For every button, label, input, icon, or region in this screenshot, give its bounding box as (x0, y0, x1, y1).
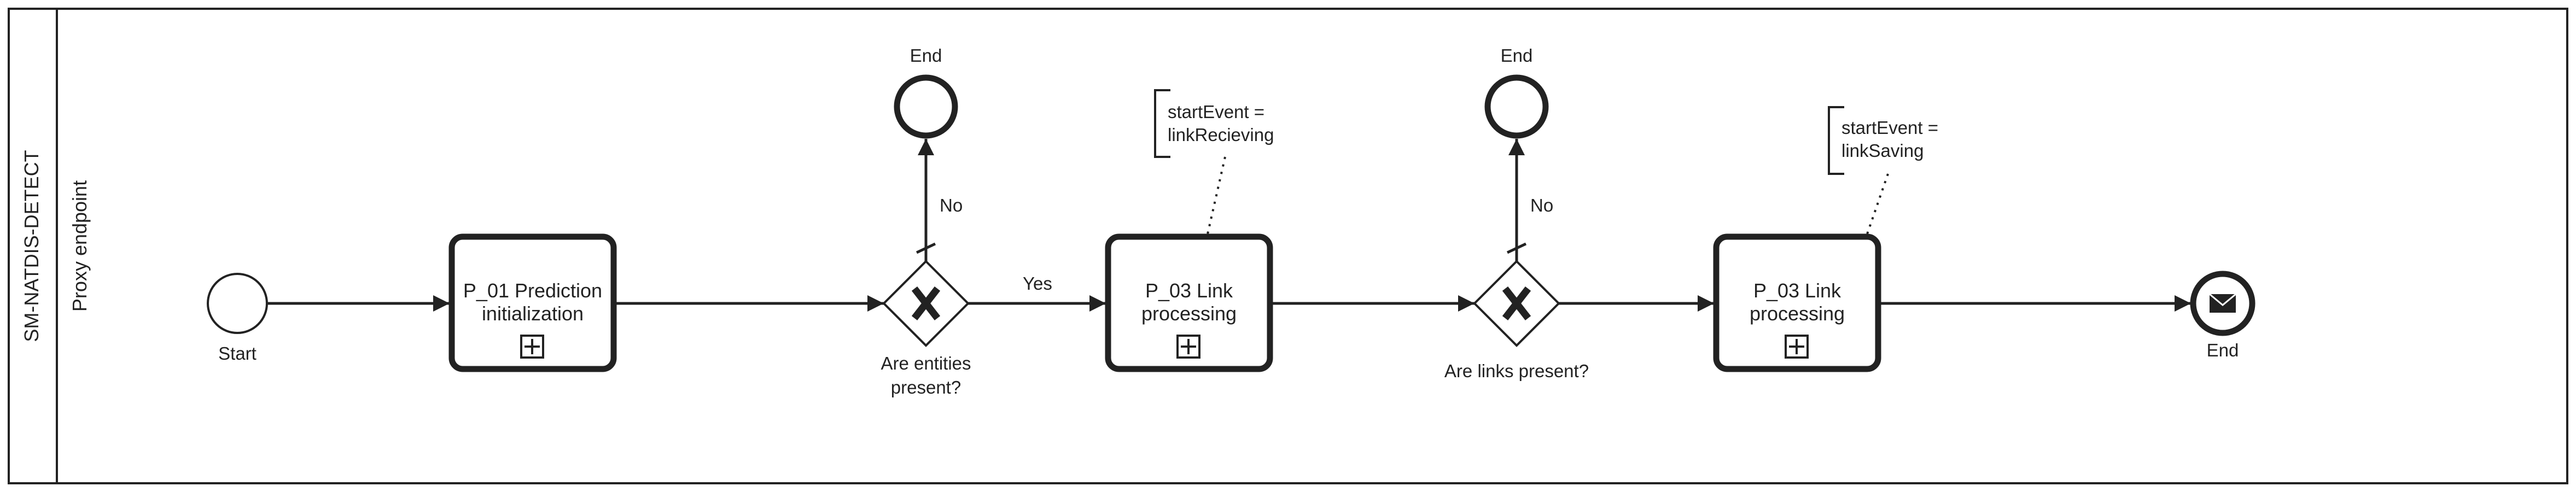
sequence-flows (267, 139, 2191, 312)
end-event-links[interactable] (1484, 74, 1549, 139)
end-event-label: End (2207, 340, 2239, 360)
annotation-association-1 (1207, 156, 1226, 235)
task-label-line1: P_03 Link (1145, 279, 1233, 302)
annotation-line1: startEvent = (1841, 118, 1938, 138)
end-event-label: End (910, 45, 942, 66)
annotation-link-saving[interactable]: startEvent = linkSaving (1828, 106, 1938, 175)
annotation-association-2 (1866, 173, 1889, 235)
annotation-link-recieving[interactable]: startEvent = linkRecieving (1154, 89, 1274, 158)
gateway-links-present[interactable] (1473, 260, 1560, 347)
flow-label-g1-yes: Yes (1023, 273, 1052, 294)
task-label-line2: initialization (482, 302, 584, 325)
task-link-processing-1[interactable]: P_03 Link processing (1105, 233, 1273, 372)
flow-label-g2-no: No (1530, 195, 1553, 215)
task-label-line1: P_03 Link (1753, 279, 1841, 302)
end-event-label: End (1501, 45, 1533, 66)
default-marker-g1 (916, 242, 936, 254)
subprocess-expand-icon[interactable] (1176, 335, 1200, 359)
pool[interactable]: SM-NATDIS-DETECT (8, 8, 2568, 484)
gateway-label-line2: present? (891, 377, 961, 397)
annotation-line1: startEvent = (1168, 102, 1264, 122)
annotation-line2: linkRecieving (1168, 125, 1274, 145)
task-label-line2: processing (1141, 302, 1237, 325)
flow-label-g1-no: No (940, 195, 963, 215)
start-event[interactable] (207, 273, 268, 334)
task-label-line1: P_01 Prediction (463, 279, 602, 302)
end-event-message[interactable] (2190, 271, 2256, 336)
gateway-label-line1: Are entities (881, 353, 971, 373)
annotation-line2: linkSaving (1841, 140, 1924, 161)
gateway-label: Are links present? (1444, 361, 1589, 381)
envelope-icon (2209, 293, 2236, 313)
task-label-line2: processing (1750, 302, 1845, 325)
subprocess-expand-icon[interactable] (520, 335, 544, 359)
lane-name: Proxy endpoint (68, 180, 91, 312)
subprocess-expand-icon[interactable] (1785, 335, 1809, 359)
pool-border (8, 8, 2568, 484)
end-event-entities[interactable] (894, 74, 958, 139)
gateway-entities-present[interactable] (882, 260, 970, 347)
pool-name: SM-NATDIS-DETECT (20, 150, 43, 342)
start-event-label: Start (218, 343, 257, 364)
task-link-processing-2[interactable]: P_03 Link processing (1713, 233, 1881, 372)
default-marker-g2 (1506, 242, 1527, 254)
task-prediction-initialization[interactable]: P_01 Prediction initialization (448, 233, 617, 372)
